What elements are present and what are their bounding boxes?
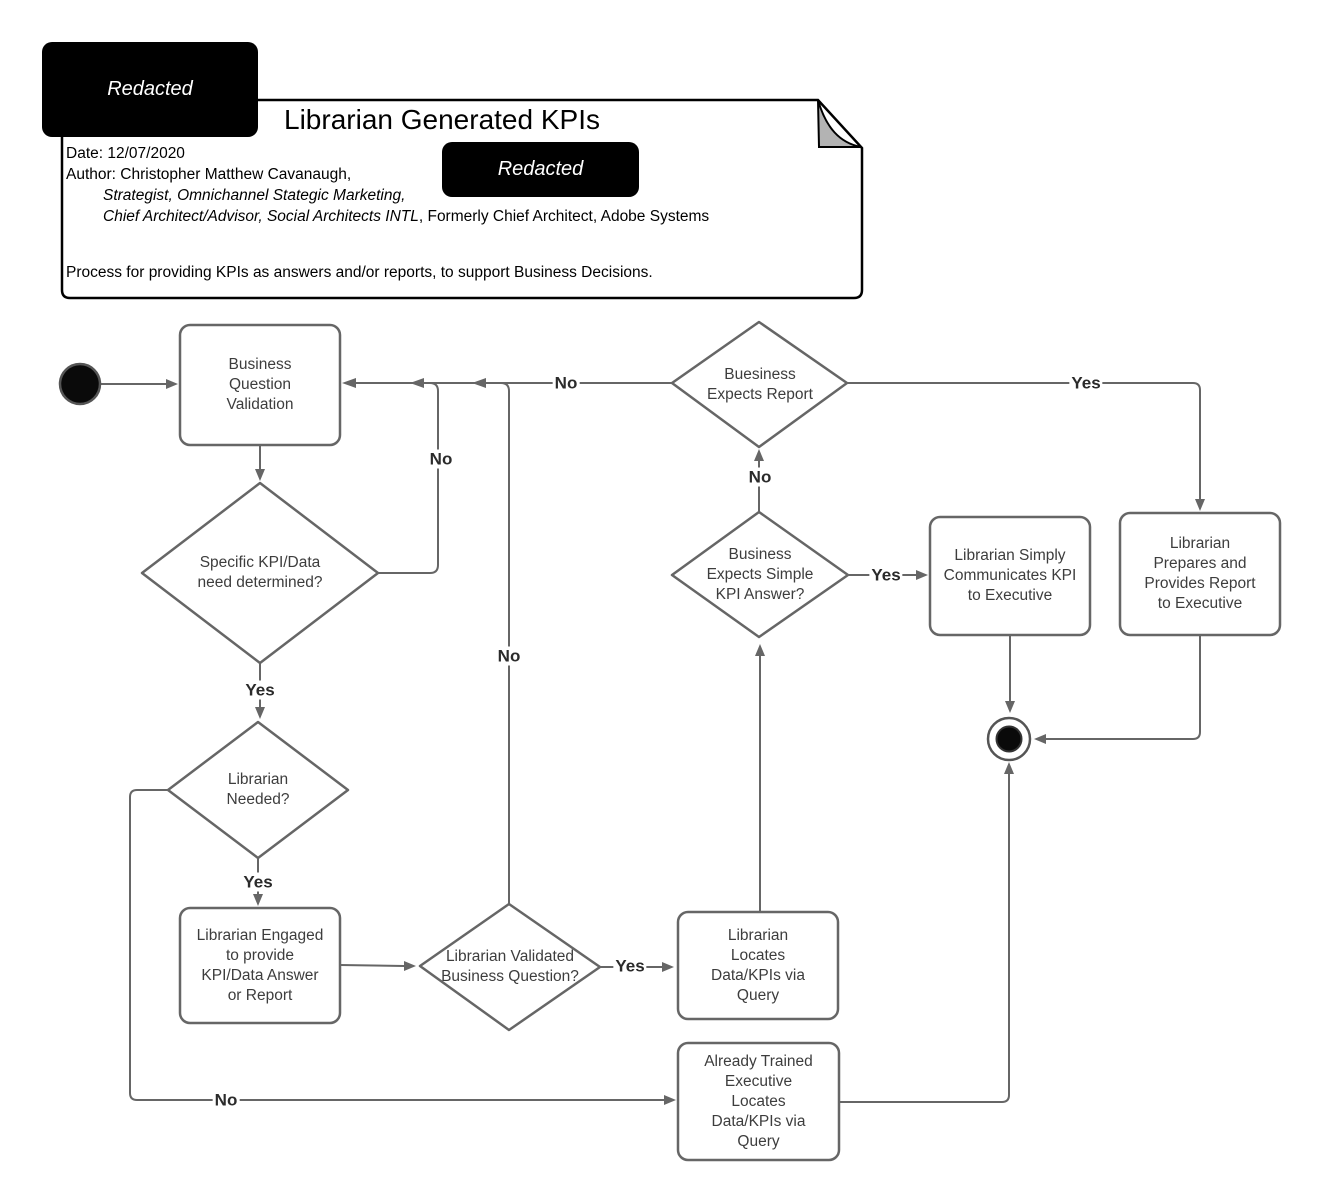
- node-librarian-prepares: [1118, 511, 1282, 637]
- arrowhead: [916, 570, 928, 580]
- edge-label-yes: Yes: [869, 565, 903, 585]
- node-expects-simple-decision: [670, 510, 850, 639]
- arrowhead: [166, 379, 178, 389]
- arrowhead: [754, 449, 764, 461]
- page-title: Librarian Generated KPIs: [284, 104, 600, 135]
- arrowhead: [1004, 762, 1014, 774]
- arrowhead: [664, 1095, 676, 1105]
- edge-label-no: No: [746, 467, 774, 487]
- node-librarian-needed-decision: [166, 720, 350, 860]
- edge-specific-no: [378, 382, 439, 574]
- arrowhead: [1195, 499, 1205, 511]
- edge-label-yes: Yes: [1069, 373, 1103, 393]
- arrowhead: [253, 894, 263, 906]
- edge-label-yes: Yes: [613, 956, 647, 976]
- edge-already-to-end: [839, 774, 1010, 1103]
- edge-prepares-to-end: [1046, 635, 1201, 740]
- node-business-question-validation: [178, 323, 342, 447]
- edge-label-no: No: [212, 1090, 240, 1110]
- edge-label-yes: Yes: [243, 680, 277, 700]
- arrowhead: [1005, 701, 1015, 713]
- edge-report-yes: [847, 382, 1201, 499]
- edges: [101, 382, 1201, 1103]
- arrowhead: [1034, 734, 1046, 744]
- edge-label-no: No: [552, 373, 580, 393]
- edge-needed-no: [129, 789, 664, 1101]
- node-expects-report-decision: [670, 320, 849, 449]
- edge-validated-no: [490, 382, 510, 904]
- end-node-inner: [995, 725, 1023, 753]
- note-author-role-2-rest: , Formerly Chief Architect, Adobe System…: [418, 208, 710, 225]
- node-librarian-validated-decision: [418, 902, 602, 1032]
- arrowheads: [166, 378, 1205, 1105]
- node-librarian-engaged: [178, 906, 342, 1025]
- edge-label-yes: Yes: [241, 872, 275, 892]
- nodes: [58, 320, 1282, 1162]
- edge-label-no: No: [427, 449, 455, 469]
- note-description: Process for providing KPIs as answers an…: [66, 264, 653, 281]
- node-specific-kpi-decision: [140, 481, 380, 665]
- redacted-box-inline: Redacted: [442, 142, 639, 197]
- redacted-text: Redacted: [107, 78, 193, 100]
- note-author-role-2: Chief Architect/Advisor, Social Architec…: [103, 206, 709, 227]
- arrowhead: [755, 644, 765, 656]
- arrowhead: [255, 469, 265, 481]
- arrowhead: [404, 961, 416, 971]
- arrowhead: [472, 378, 486, 388]
- start-node: [58, 362, 102, 406]
- edge-label-no: No: [495, 646, 523, 666]
- note-folded-corner: [817, 99, 862, 148]
- node-already-trained: [676, 1041, 841, 1162]
- node-librarian-simply: [928, 515, 1092, 637]
- note-date: Date: 12/07/2020: [66, 145, 185, 162]
- arrowhead: [255, 707, 265, 719]
- arrowhead: [410, 378, 424, 388]
- edge-engaged-to-validated: [339, 964, 405, 967]
- redacted-box-top: Redacted: [42, 42, 258, 137]
- arrowhead: [662, 962, 674, 972]
- node-librarian-locates: [676, 910, 840, 1021]
- note-author-role-1: Strategist, Omnichannel Stategic Marketi…: [103, 187, 406, 204]
- note-author-role-2-italic: Chief Architect/Advisor, Social Architec…: [103, 208, 419, 225]
- note-author: Author: Christopher Matthew Cavanaugh,: [66, 166, 352, 183]
- redacted-text: Redacted: [497, 158, 584, 180]
- arrowhead: [342, 378, 356, 388]
